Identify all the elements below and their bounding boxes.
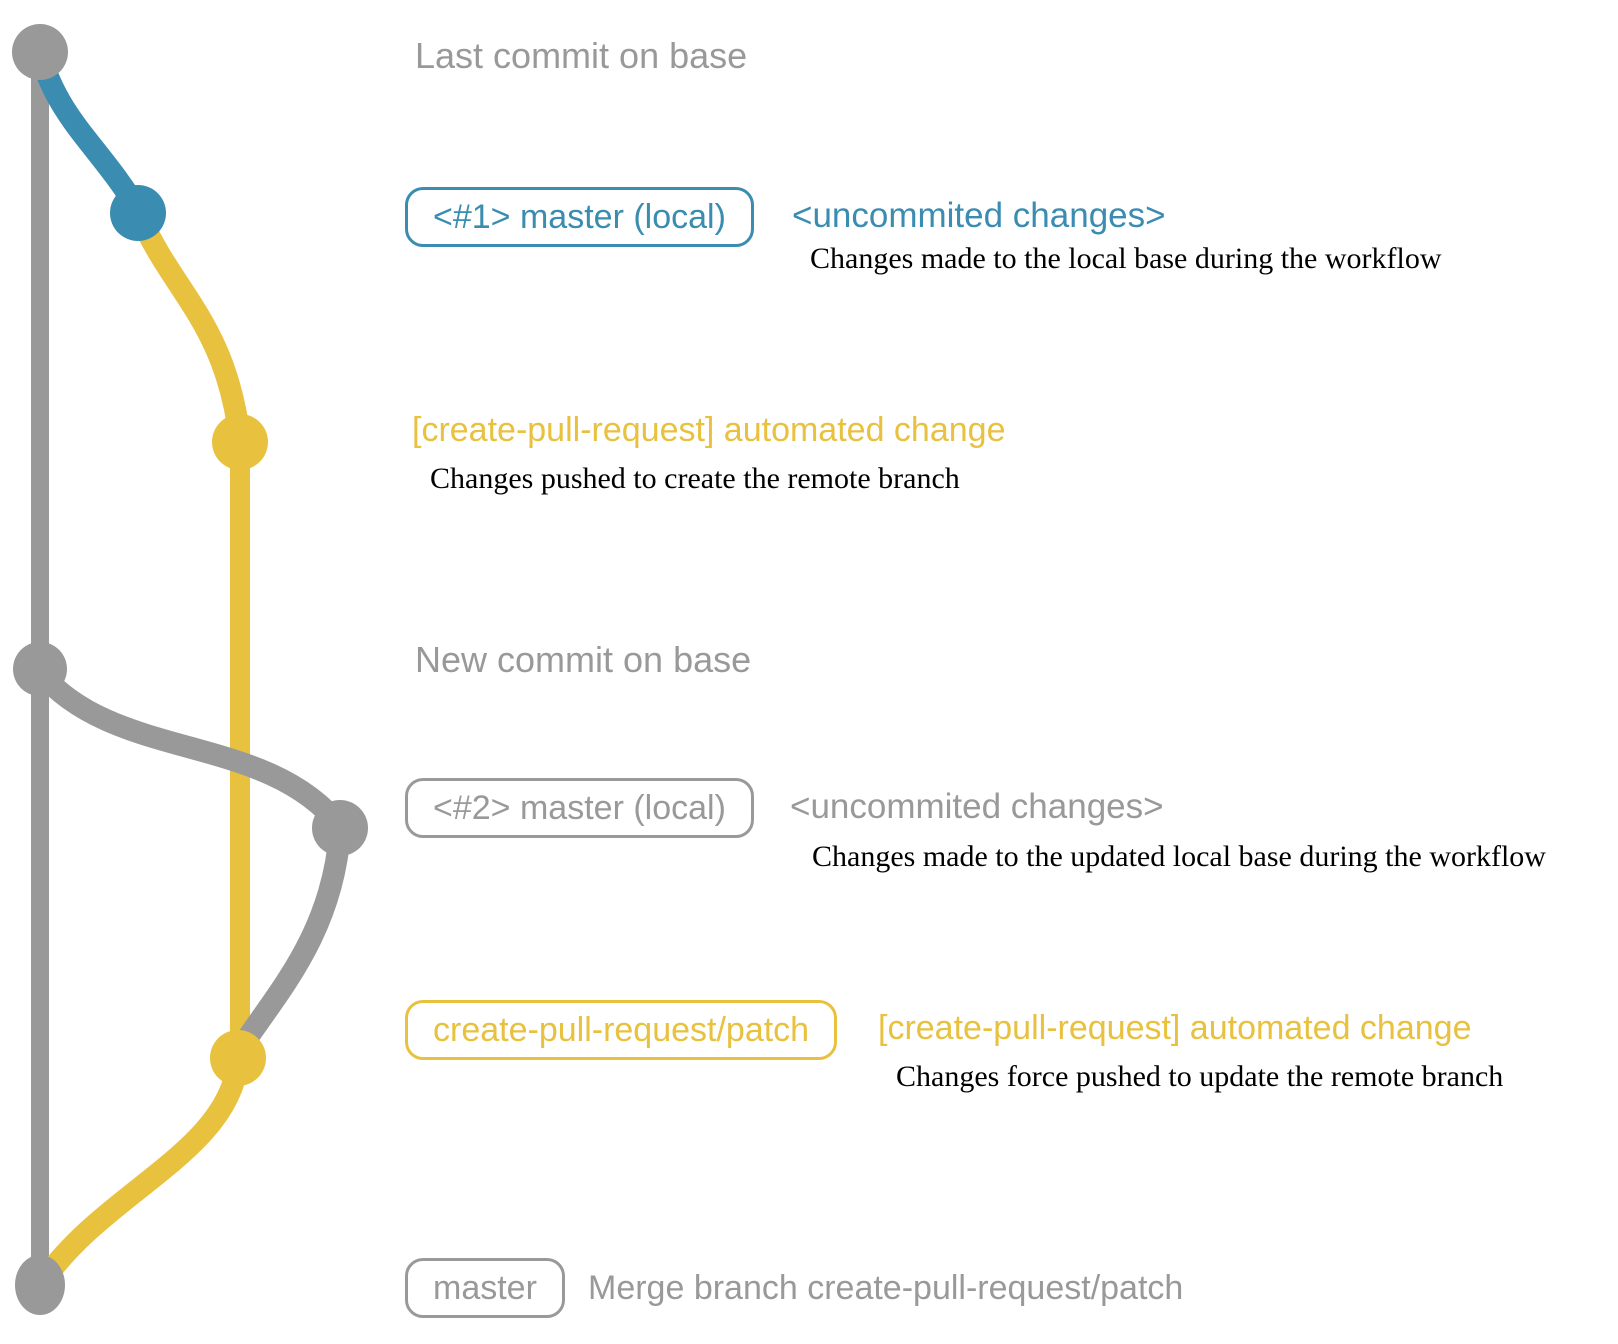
tag-create-pull-request-patch: create-pull-request/patch	[405, 1000, 838, 1060]
uncommited-changes-note-2: <uncommited changes>	[790, 787, 1164, 826]
tag-master: master	[405, 1258, 565, 1318]
automated-change-message-2: [create-pull-request] automated change	[878, 1009, 1472, 1047]
local2-to-patch-curve	[227, 819, 351, 1063]
local1-to-patch-curve	[129, 205, 251, 451]
uncommited-changes-note-1: <uncommited changes>	[792, 196, 1166, 235]
commit-graph	[12, 24, 368, 1315]
commit-node-automated-2	[210, 1030, 266, 1086]
new-commit-title: New commit on base	[415, 639, 752, 680]
base-to-local1-curve	[29, 43, 149, 221]
last-commit-title: Last commit on base	[415, 35, 748, 76]
tag-master-local-2: <#2> master (local)	[405, 778, 754, 838]
commit-node-last-base	[12, 24, 68, 80]
commit-node-uncommited-1	[110, 185, 166, 241]
tag-master-local-1: <#1> master (local)	[405, 187, 754, 247]
merge-message: Merge branch create-pull-request/patch	[588, 1269, 1184, 1307]
commit-node-uncommited-2	[312, 800, 368, 856]
patch-to-merge-curve	[33, 1051, 249, 1291]
local1-description: Changes made to the local base during th…	[810, 242, 1442, 275]
automated-change-message-1: [create-pull-request] automated change	[412, 411, 1006, 449]
push1-description: Changes pushed to create the remote bran…	[430, 462, 960, 495]
push2-description: Changes force pushed to update the remot…	[896, 1060, 1504, 1093]
commit-node-automated-1	[212, 414, 268, 470]
commit-node-new-base	[13, 642, 67, 696]
commit-node-merge	[15, 1255, 65, 1315]
base-to-local2-curve	[29, 661, 351, 837]
local2-description: Changes made to the updated local base d…	[812, 840, 1546, 873]
